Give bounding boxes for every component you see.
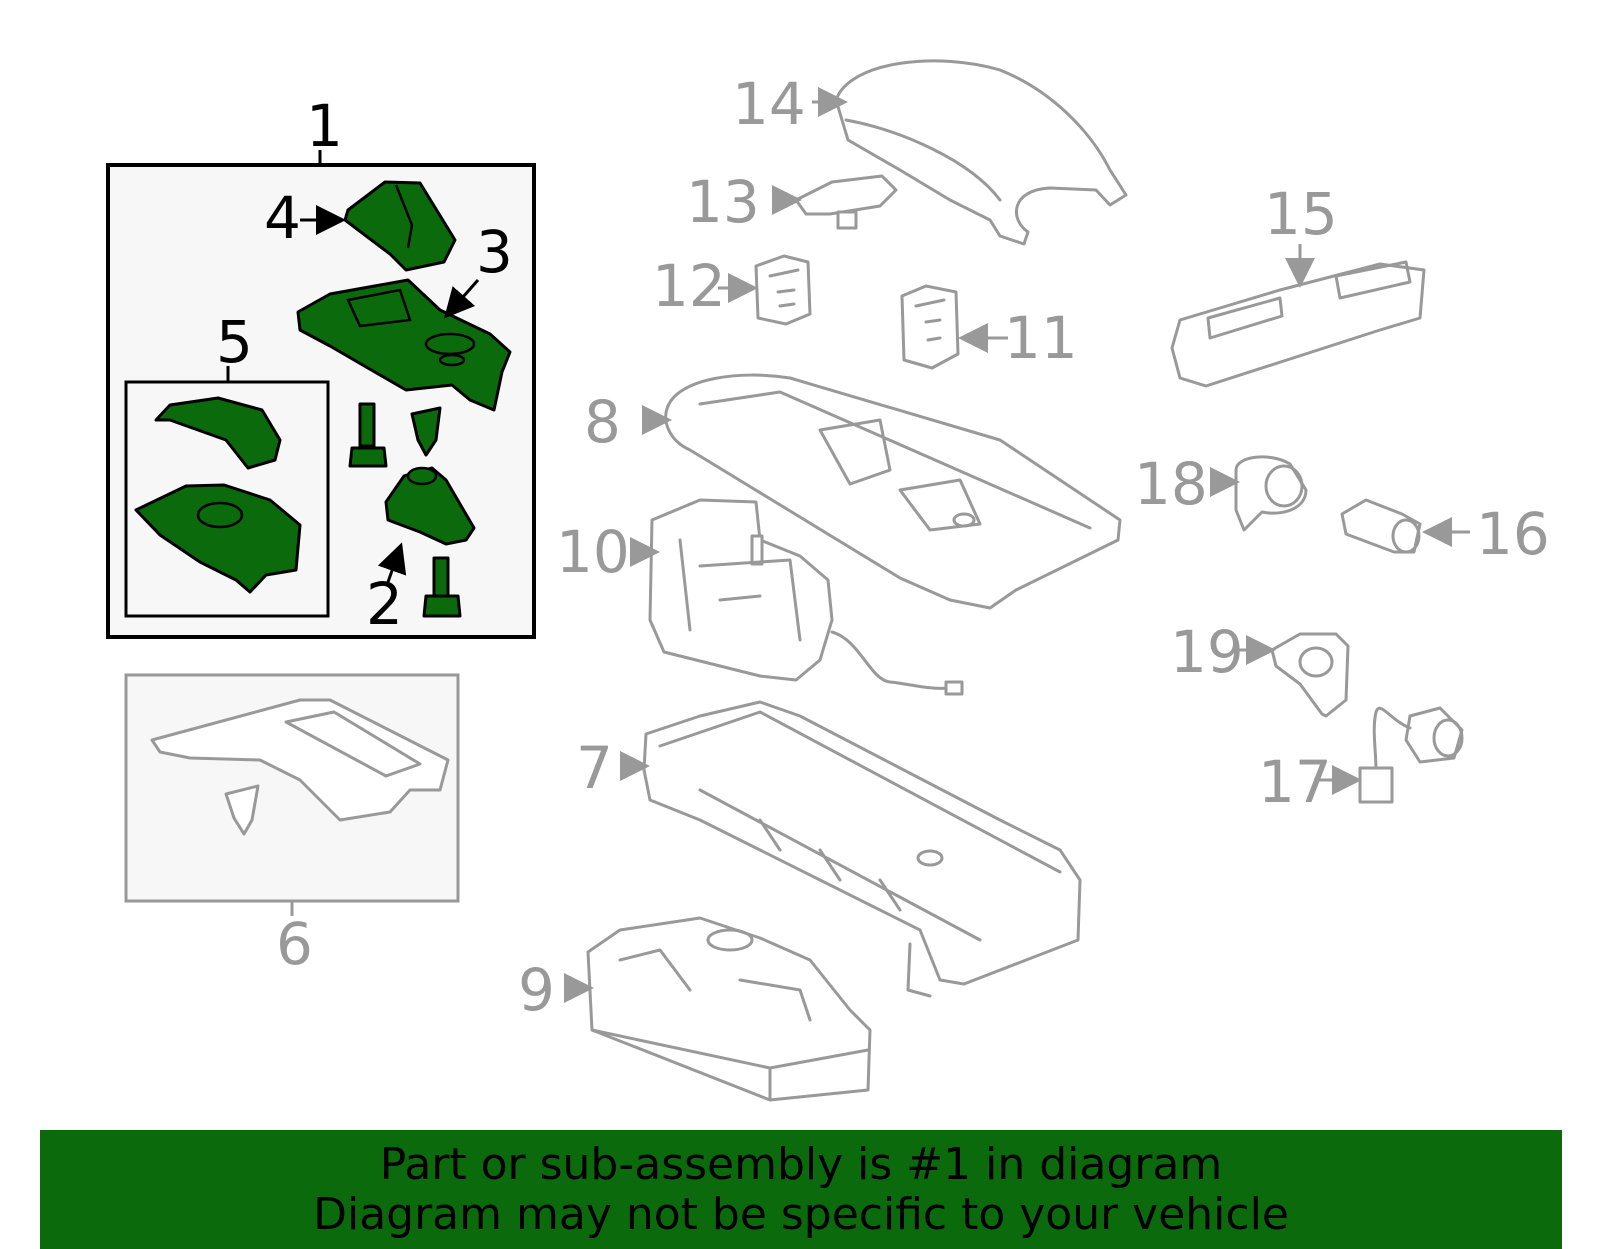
part-5-trim-cover[interactable] bbox=[154, 396, 282, 470]
bolt-lower[interactable] bbox=[422, 556, 462, 618]
callout-5: 5 bbox=[216, 308, 253, 376]
callout-7: 7 bbox=[576, 734, 613, 802]
callout-2: 2 bbox=[366, 570, 403, 638]
part-18-socket[interactable] bbox=[1234, 455, 1308, 532]
callout-18: 18 bbox=[1134, 450, 1208, 518]
part-3-shifter-housing[interactable] bbox=[296, 278, 512, 412]
clip-small[interactable] bbox=[410, 406, 442, 457]
callout-12: 12 bbox=[652, 252, 726, 320]
bolt-upper[interactable] bbox=[348, 402, 388, 468]
callout-19: 19 bbox=[1170, 618, 1244, 686]
part-2-bracket[interactable] bbox=[384, 466, 476, 546]
callout-16: 16 bbox=[1476, 500, 1550, 568]
part-9-lower-base[interactable] bbox=[586, 916, 872, 1102]
callout-8: 8 bbox=[584, 388, 621, 456]
part-19-usb-port[interactable] bbox=[1270, 632, 1350, 718]
part-16-lighter-socket[interactable] bbox=[1340, 498, 1422, 554]
part-14-armrest-lid[interactable] bbox=[834, 59, 1128, 246]
part-7-console-body[interactable] bbox=[642, 700, 1082, 998]
callout-10: 10 bbox=[556, 518, 630, 586]
part-11-switch[interactable] bbox=[900, 284, 960, 370]
callout-6: 6 bbox=[276, 910, 313, 978]
banner-line-1: Part or sub-assembly is #1 in diagram bbox=[379, 1139, 1223, 1190]
part-17-socket-wire[interactable] bbox=[1358, 706, 1464, 804]
part-13-small-lid[interactable] bbox=[794, 174, 898, 230]
part-12-switch[interactable] bbox=[754, 254, 812, 326]
callout-15: 15 bbox=[1264, 180, 1338, 248]
callout-14: 14 bbox=[732, 70, 806, 138]
callout-4: 4 bbox=[264, 184, 301, 252]
callout-3: 3 bbox=[476, 218, 513, 286]
part-4-shift-knob[interactable] bbox=[343, 180, 457, 272]
callout-1: 1 bbox=[306, 92, 343, 160]
info-banner: Part or sub-assembly is #1 in diagram Di… bbox=[40, 1130, 1562, 1249]
callout-11: 11 bbox=[1004, 304, 1078, 372]
callout-13: 13 bbox=[686, 168, 760, 236]
banner-line-2: Diagram may not be specific to your vehi… bbox=[313, 1189, 1289, 1240]
callout-9: 9 bbox=[518, 956, 555, 1024]
part-6-box[interactable] bbox=[124, 673, 460, 916]
callout-17: 17 bbox=[1258, 748, 1332, 816]
part-10-shifter-mechanism[interactable] bbox=[648, 498, 964, 696]
part-15-switch-panel[interactable] bbox=[1170, 260, 1426, 388]
part-5-bezel[interactable] bbox=[134, 483, 302, 594]
